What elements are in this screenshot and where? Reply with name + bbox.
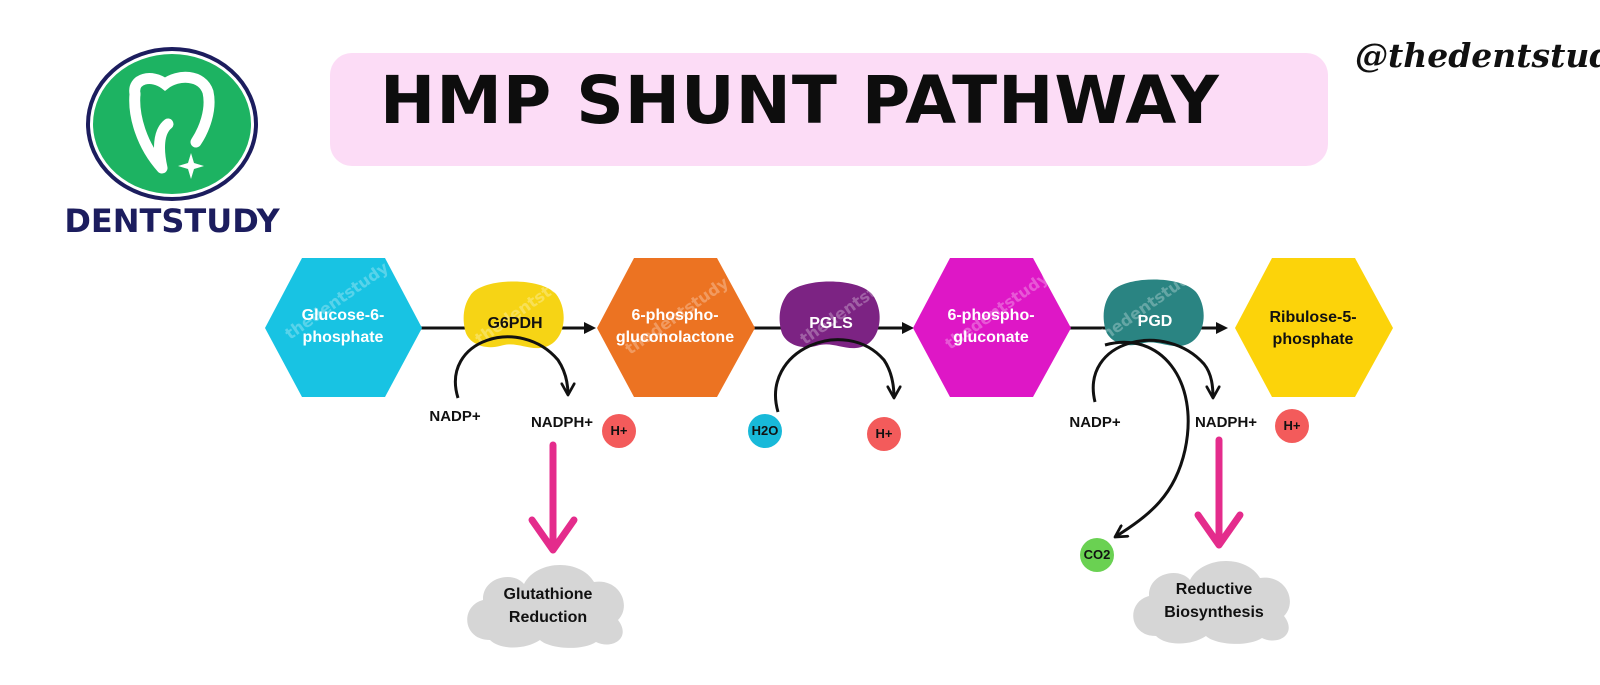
glutathione-cloud [467,564,624,648]
h-plus-circle-2 [867,417,901,451]
pgls-enzyme [779,281,880,349]
title-banner [330,53,1328,166]
ribulose-5-phosphate-hexagon [1235,258,1393,397]
h2o-circle [748,414,782,448]
nadph-label-2: NADPH+ [1194,414,1258,431]
h2o-label: H2O [751,423,779,438]
h-plus-label-3: H+ [1283,418,1301,433]
g6pdh-enzyme [463,281,564,349]
co2-circle [1080,538,1114,572]
page-title: HMP SHUNT PATHWAY [380,62,1220,139]
pink-arrow-biosynthesis [1194,436,1244,549]
enzyme-label-pgls: PGLS [809,315,853,332]
substrate-label-gluconate: 6-phospho- gluconate [947,307,1035,346]
h-plus-circle-3 [1275,409,1309,443]
gluconolactone-hexagon [597,258,755,397]
nadp-to-nadph-arrow-1 [454,335,568,399]
h2o-to-h-arrow [774,338,894,413]
tooth-logo-icon [86,47,258,201]
h-plus-circle-1 [602,414,636,448]
substrate-label-gluconolactone: 6-phospho- gluconolactone [615,307,735,346]
substrate-label-glucose: Glucose-6- phosphate [301,307,385,346]
biosynthesis-cloud [1133,560,1290,644]
enzyme-label-g6pdh: G6PDH [487,315,543,332]
brand-name: DENTSTUDY [64,202,280,240]
pink-arrow-glutathione [528,441,578,554]
gluconate-hexagon [913,258,1071,397]
co2-label: CO2 [1083,547,1111,562]
social-handle: @thedentstudy [1355,36,1600,75]
nadp-label-2: NADP+ [1069,414,1121,431]
substrate-label-ribulose: Ribulose-5- phosphate [1269,309,1357,348]
pgd-enzyme [1103,279,1204,347]
outcome-label-biosynthesis: Reductive Biosynthesis [1164,581,1264,621]
h-plus-label-2: H+ [875,426,893,441]
h-plus-label-1: H+ [610,423,628,438]
enzyme-label-pgd: PGD [1137,313,1173,330]
glucose-6-phosphate-hexagon [265,258,422,397]
nadp-to-nadph-arrow-2 [1091,339,1213,403]
nadp-label-1: NADP+ [429,408,481,425]
outcome-label-glutathione: Glutathione Reduction [503,586,593,626]
co2-release-arrow [1104,340,1190,537]
nadph-label-1: NADPH+ [530,414,594,431]
